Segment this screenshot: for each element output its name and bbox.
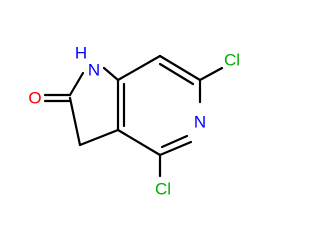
bond-c7-c6: [158, 54, 202, 82]
bond-c2-c3: [68, 96, 82, 147]
bond-c7a-c7: [116, 54, 162, 82]
bond-c7-c6-inner: [158, 62, 195, 86]
atom-n-ring: N: [194, 113, 206, 132]
bond-n5-c4: [158, 140, 193, 157]
bond-n5-c4-inner: [160, 134, 189, 149]
bond-n1-c7a: [102, 66, 120, 82]
atom-h: H: [75, 44, 87, 63]
bond-c4-c3a: [116, 128, 162, 157]
atom-cl-bottom: Cl: [155, 180, 171, 199]
atom-o: O: [28, 89, 41, 108]
atom-nh: N: [88, 61, 100, 80]
bond-c3-c3a: [78, 128, 120, 147]
bond-n1-c2: [68, 71, 85, 97]
atom-labels: H N O N Cl Cl: [28, 44, 240, 199]
atom-cl-top: Cl: [224, 51, 240, 70]
bond-c6-cl: [198, 66, 224, 82]
structure-diagram: H N O N Cl Cl: [28, 44, 240, 199]
bonds: [43, 54, 224, 178]
